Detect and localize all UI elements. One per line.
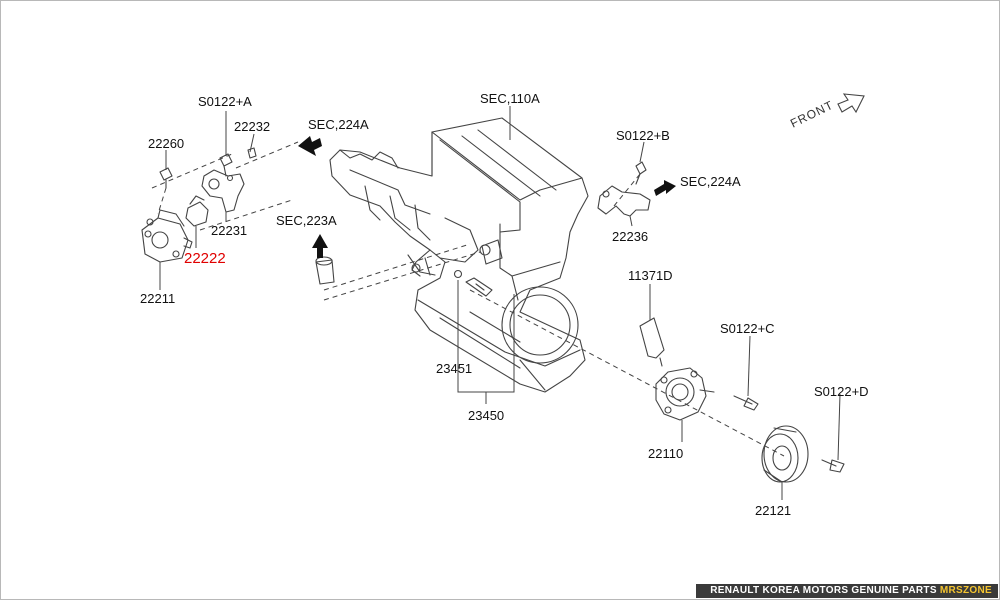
label-s0122-b[interactable]: S0122+B [616, 128, 670, 143]
label-22121[interactable]: 22121 [755, 503, 792, 518]
water-pump-gasket-drawing [639, 317, 665, 367]
label-sec224a-right[interactable]: SEC,224A [680, 174, 741, 189]
arrow-sec223a [312, 234, 328, 258]
label-22110[interactable]: 22110 [648, 446, 684, 461]
label-22222-highlighted[interactable]: 22222 [184, 250, 226, 267]
water-pump-pulley-drawing [761, 425, 845, 483]
water-pump-drawing [655, 367, 759, 421]
arrow-sec224a-left [298, 136, 322, 156]
label-22232[interactable]: 22232 [234, 119, 271, 134]
front-direction-arrow [837, 93, 865, 114]
footer-text: RENAULT KOREA MOTORS GENUINE PARTS [710, 585, 937, 596]
label-22236[interactable]: 22236 [612, 229, 649, 244]
label-23450[interactable]: 23450 [468, 408, 505, 423]
label-s0122-d[interactable]: S0122+D [814, 384, 869, 399]
label-sec223a[interactable]: SEC,223A [276, 213, 337, 228]
label-22211[interactable]: 22211 [140, 291, 176, 306]
hose-connector-drawing [315, 256, 335, 285]
label-11371d[interactable]: 11371D [628, 268, 673, 283]
label-s0122-c[interactable]: S0122+C [720, 321, 775, 336]
label-23451[interactable]: 23451 [436, 361, 473, 376]
label-sec110a[interactable]: SEC,110A [480, 91, 540, 106]
label-s0122-a[interactable]: S0122+A [198, 94, 252, 109]
footer-zone: MRSZONE [939, 585, 992, 596]
engine-block-drawing [329, 117, 589, 393]
arrow-sec224a-right [654, 180, 676, 196]
water-outlet-pipe-drawing [597, 161, 651, 217]
label-22231[interactable]: 22231 [211, 223, 248, 238]
temperature-sensor-drawing [453, 269, 493, 297]
label-sec224a-left[interactable]: SEC,224A [308, 117, 369, 132]
thermostat-housing-drawing [141, 147, 257, 263]
footer-watermark: RENAULT KOREA MOTORS GENUINE PARTS MRSZO… [696, 584, 998, 598]
label-22260[interactable]: 22260 [148, 136, 185, 151]
